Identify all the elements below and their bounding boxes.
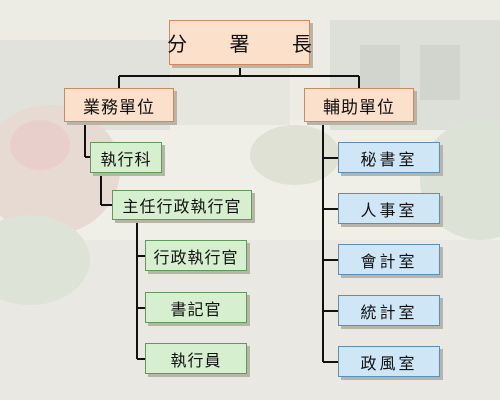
staff-box-administrative-officer: 行政執行官 — [145, 240, 247, 271]
business-unit-box: 業務單位 — [64, 88, 174, 122]
office-box-statistics: 統計室 — [338, 295, 440, 326]
office-box-personnel: 人事室 — [338, 193, 440, 224]
chief-officer-box: 主任行政執行官 — [112, 190, 252, 220]
director-box: 分 署 長 — [167, 20, 312, 65]
office-box-ethics: 政風室 — [338, 346, 440, 377]
execution-section-box: 執行科 — [90, 142, 162, 173]
staff-box-clerk: 書記官 — [145, 292, 247, 323]
office-box-accounting: 會計室 — [338, 244, 440, 275]
staff-box-enforcement-officer: 執行員 — [145, 343, 247, 374]
office-box-secretariat: 秘書室 — [338, 142, 440, 173]
support-unit-box: 輔助單位 — [304, 88, 414, 122]
